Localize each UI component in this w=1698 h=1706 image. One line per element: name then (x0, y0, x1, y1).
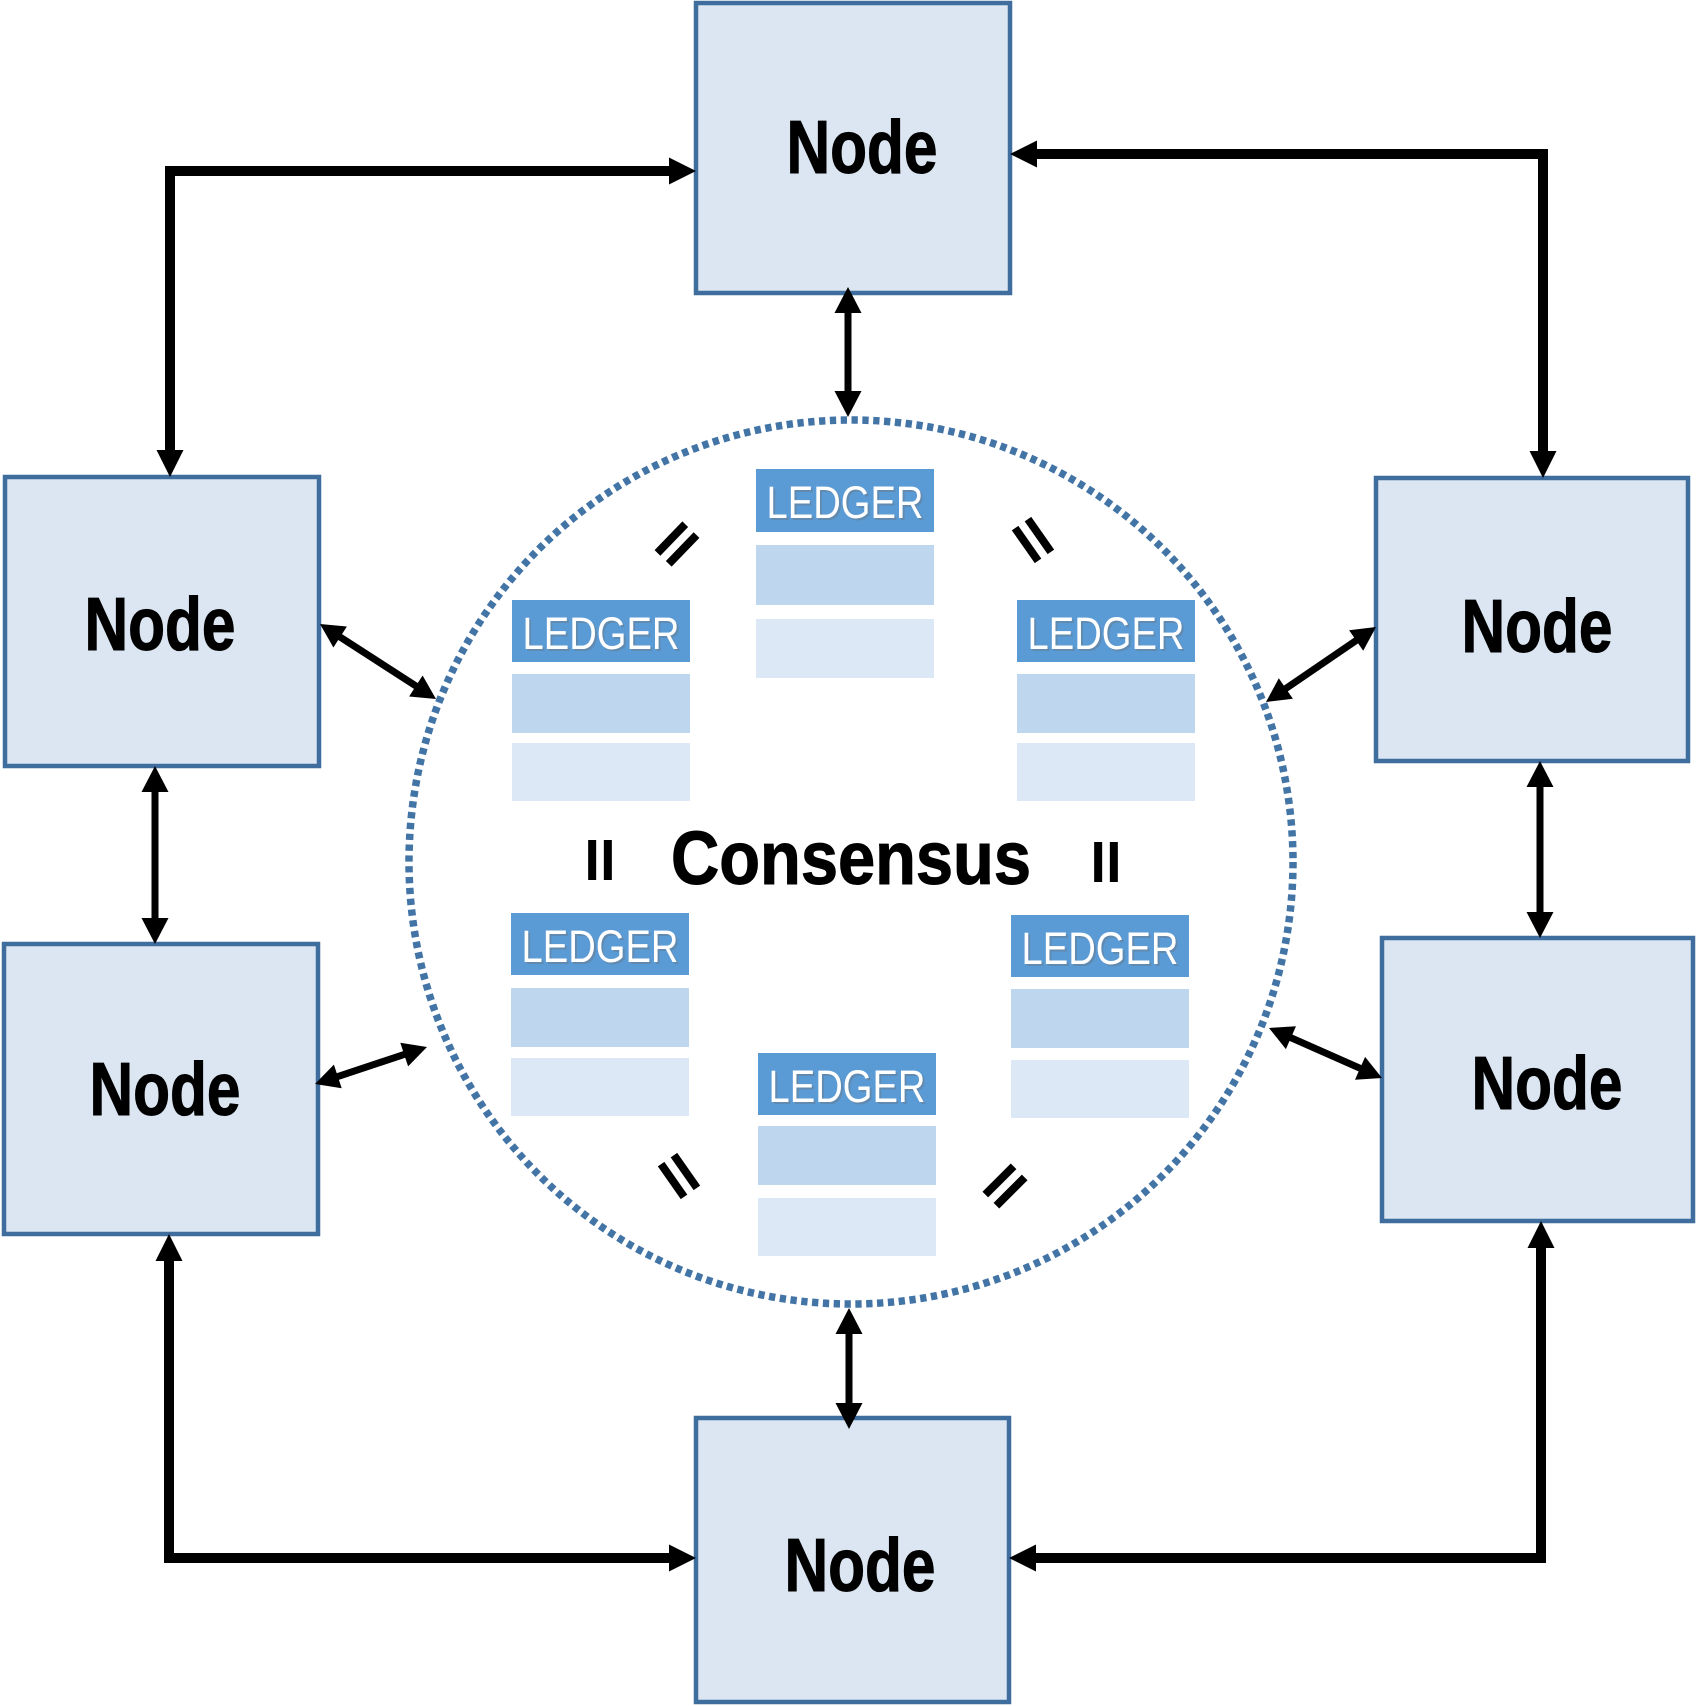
svg-text:LEDGER: LEDGER (769, 1061, 926, 1112)
svg-text:Node: Node (85, 582, 236, 666)
svg-text:Node: Node (1472, 1041, 1623, 1125)
svg-text:LEDGER: LEDGER (769, 479, 926, 530)
svg-text:Node: Node (785, 1523, 936, 1607)
svg-text:LEDGER: LEDGER (523, 608, 680, 659)
svg-text:LEDGER: LEDGER (1024, 925, 1181, 976)
svg-text:LEDGER: LEDGER (1030, 610, 1187, 661)
svg-text:LEDGER: LEDGER (1028, 608, 1185, 659)
svg-text:Node: Node (1462, 584, 1613, 668)
svg-text:LEDGER: LEDGER (771, 1063, 928, 1114)
svg-text:Node: Node (787, 105, 938, 189)
svg-text:Node: Node (90, 1047, 241, 1131)
svg-text:LEDGER: LEDGER (522, 921, 679, 972)
svg-text:LEDGER: LEDGER (1022, 923, 1179, 974)
svg-text:LEDGER: LEDGER (767, 477, 924, 528)
svg-text:Consensus: Consensus (671, 816, 1031, 900)
svg-text:LEDGER: LEDGER (525, 610, 682, 661)
svg-text:LEDGER: LEDGER (524, 923, 681, 974)
